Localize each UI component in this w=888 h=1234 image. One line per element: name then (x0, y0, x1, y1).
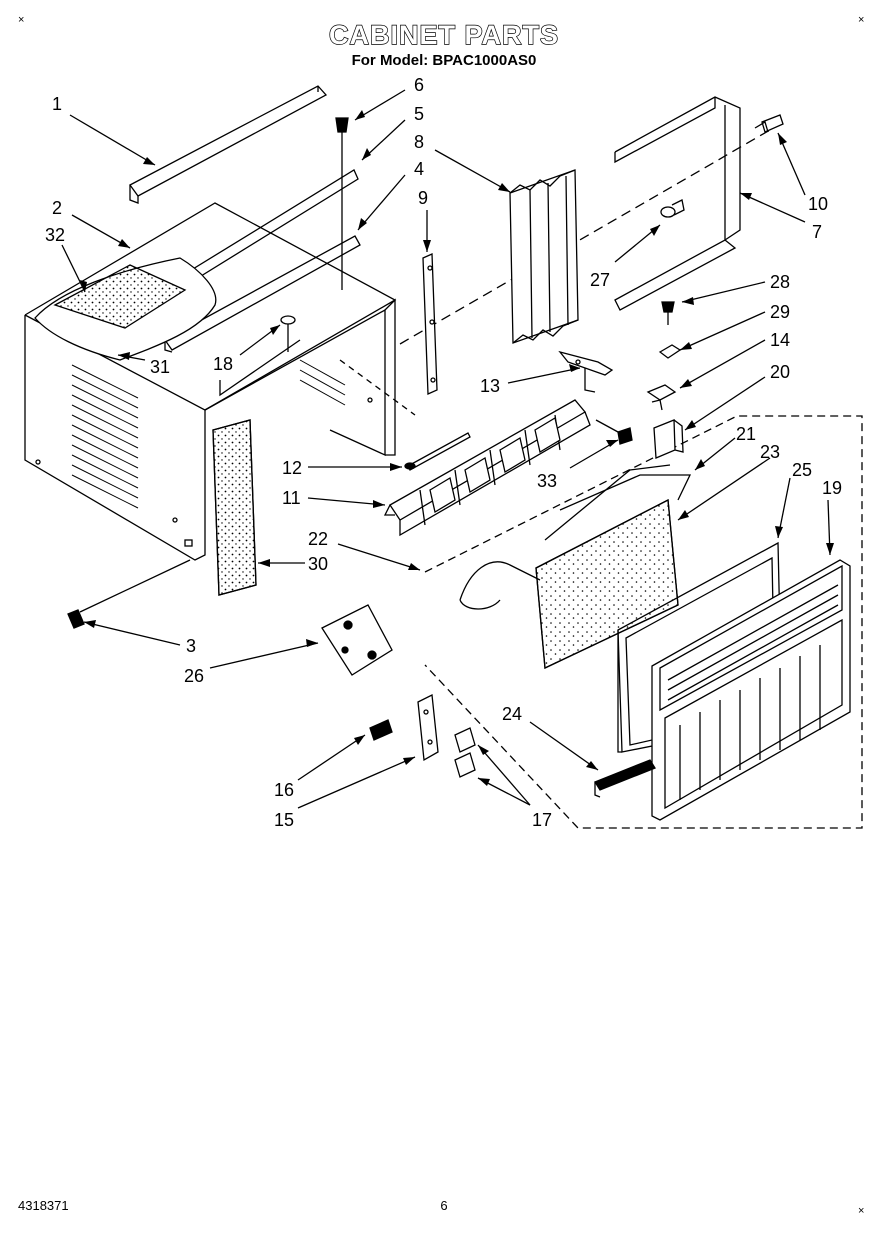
callout-29: 29 (770, 302, 790, 322)
assembly-group-outline (424, 415, 863, 829)
corner-mark-top-left: × (18, 14, 25, 26)
callout-4: 4 (414, 159, 424, 179)
callout-12: 12 (282, 458, 302, 478)
callout-23: 23 (760, 442, 780, 462)
callout-24: 24 (502, 704, 522, 724)
callout-30: 30 (308, 554, 328, 574)
corner-mark-bottom-right: × (858, 1205, 865, 1217)
callout-17: 17 (532, 810, 552, 830)
callout-6: 6 (414, 75, 424, 95)
page-title: CABINET PARTS (328, 19, 559, 50)
callout-2: 2 (52, 198, 62, 218)
callout-25: 25 (792, 460, 812, 480)
callout-15: 15 (274, 810, 294, 830)
callout-21: 21 (736, 424, 756, 444)
model-subtitle: For Model: BPAC1000AS0 (351, 52, 537, 69)
callout-33: 33 (537, 471, 557, 491)
callout-18: 18 (213, 354, 233, 374)
corner-mark-top-right: × (858, 14, 865, 26)
callout-28: 28 (770, 272, 790, 292)
callout-8: 8 (414, 132, 424, 152)
callout-7: 7 (812, 222, 822, 242)
callout-20: 20 (770, 362, 790, 382)
callout-16: 16 (274, 780, 294, 800)
callout-14: 14 (770, 330, 790, 350)
callout-1: 1 (52, 94, 62, 114)
callout-19: 19 (822, 478, 842, 498)
callout-31: 31 (150, 357, 170, 377)
callout-10: 10 (808, 194, 828, 214)
callout-22: 22 (308, 529, 328, 549)
document-number: 4318371 (18, 1198, 69, 1213)
callout-26: 26 (184, 666, 204, 686)
page-number: 6 (440, 1198, 448, 1213)
callout-13: 13 (480, 376, 500, 396)
callout-5: 5 (414, 104, 424, 124)
callout-9: 9 (418, 188, 428, 208)
callout-3: 3 (186, 636, 196, 656)
callout-11: 11 (282, 488, 301, 508)
callout-32: 32 (45, 225, 65, 245)
callout-27: 27 (590, 270, 610, 290)
